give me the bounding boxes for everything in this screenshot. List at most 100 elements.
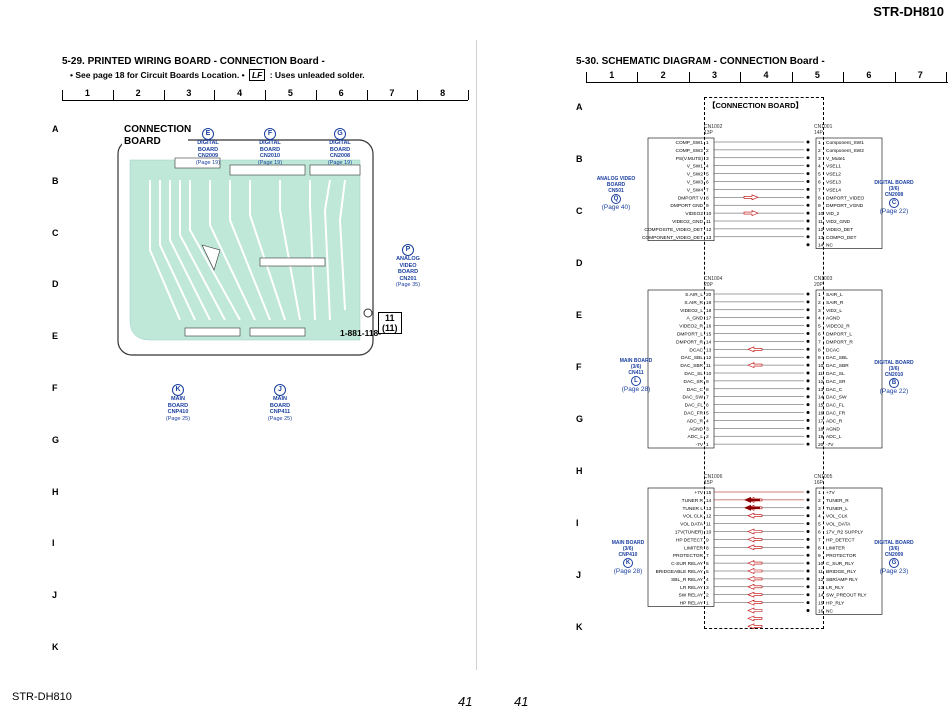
pin-number-left: 14 [706,339,712,345]
ref-11b: (11) [382,323,398,333]
pin-number-right: 9 [818,203,821,209]
pin-dot [806,490,810,494]
pin-signal-left: ADC_L [688,434,704,440]
board-label-line2: BOARD [124,136,161,147]
connector-ref-right: CN1003 [814,276,833,282]
pin-signal-right: SBR/AMP RLY [826,577,859,583]
signal-arrow-icon [747,607,763,614]
signal-arrow-icon [743,194,759,201]
grid-tick [468,90,469,100]
side-label-page: (Page 28) [621,386,651,393]
pin-signal-left: A_GND [686,316,703,322]
grid-row-J: J [52,590,58,601]
signal-arrow-icon [747,568,763,574]
side-label-letter-icon: L [631,376,641,386]
pin-signal-right: VID_2 [826,211,840,217]
pin-dot [806,537,810,541]
grid-column-4: 4 [763,70,769,80]
side-label-letter-icon: B [889,378,899,388]
pin-dot [806,418,810,422]
grid-row-F: F [576,362,582,372]
callout-line: CN2008 [329,153,351,159]
pin-signal-right: VSEL2 [826,172,841,178]
callout-letter-icon: G [334,128,346,140]
callout-letter-icon: P [402,244,414,256]
pin-dot [806,506,810,510]
pin-signal-right: ADC_L [826,434,842,440]
grid-column-6: 6 [866,70,872,80]
side-label-line: DIGITAL BOARD [874,180,914,186]
callout-line: CN2010 [259,153,281,159]
pin-number-left: 5 [706,569,709,575]
part-number: 1-881-118- [340,328,382,338]
pin-signal-left: DAC_SR [684,379,704,385]
pin-signal-right: VOL_CLK [826,514,848,520]
pin-signal-right: HP_RLY [826,601,845,607]
pin-dot [806,243,810,247]
pin-number-right: 13 [818,585,824,591]
side-label-page: (Page 23) [879,568,909,575]
pin-signal-right: DAC_FL [826,403,845,409]
pin-number-right: 7 [818,339,821,345]
pin-signal-right: DAC_SBR [826,363,849,369]
pin-dot [806,601,810,605]
signal-arrow-icon [747,591,763,598]
connector-pads [174,157,361,337]
pin-number-right: 10 [818,211,824,217]
pin-signal-right: NC [826,609,833,615]
grid-tick [417,90,419,100]
pin-number-right: 5 [818,522,821,528]
grid-column-1: 1 [609,70,615,80]
pin-signal-left: V_SW1 [687,164,704,170]
signal-arrow-icon [744,496,760,503]
pin-dot [806,140,810,144]
pin-signal-right: -7V [826,442,834,448]
side-label-line: CN2008 [884,192,904,198]
pin-signal-right: DAC_SBL [826,355,848,361]
left-grid-line [62,100,468,101]
pin-dot [806,227,810,231]
pin-number-right: 4 [818,316,821,322]
side-label-letter-icon: C [889,198,899,208]
pin-signal-right: VID2_GND [826,219,851,225]
pin-signal-left: ADC_R [687,418,704,424]
grid-tick [843,72,845,82]
side-label-line: MAIN BOARD [619,358,653,364]
grid-tick [163,90,165,100]
callout-line: MAIN [170,396,186,402]
callout-page: (Page 19) [257,159,283,166]
pin-signal-right: +7V [826,490,835,496]
pin-number-left: 17 [706,316,712,322]
pin-signal-left: COMPOSITE_VIDEO_DET [644,227,703,233]
pin-dot [806,203,810,207]
pin-signal-right: TUNER_L [826,506,848,512]
pin-signal-right: DCAC [826,347,840,353]
callout-line: DIGITAL [329,140,351,146]
connector-box-right [815,289,883,449]
callout-line: BOARD [259,146,281,153]
callout-page: (Page 35) [395,282,421,288]
side-label-line: (3/6) [888,546,900,552]
connector-pins-right: 20P [814,282,824,288]
schematic-board-label: 【CONNECTION BOARD】 [708,100,803,111]
note-lf-text: : Uses unleaded solder. [269,70,365,80]
signal-arrow-icon [747,583,763,590]
side-label-letter-icon: G [889,558,899,568]
pin-number-left: 7 [706,395,709,401]
pin-number-left: 1 [706,601,709,607]
grid-row-A: A [576,102,583,112]
grid-row-A: A [52,124,59,134]
signal-arrow-icon [747,544,763,551]
grid-row-G: G [52,434,60,445]
pin-signal-left: V_SW4 [687,187,704,193]
grid-tick [740,72,742,82]
pin-number-right: 3 [818,156,821,162]
signal-arrow-icon [747,560,763,567]
pin-number-right: 14 [818,243,824,249]
